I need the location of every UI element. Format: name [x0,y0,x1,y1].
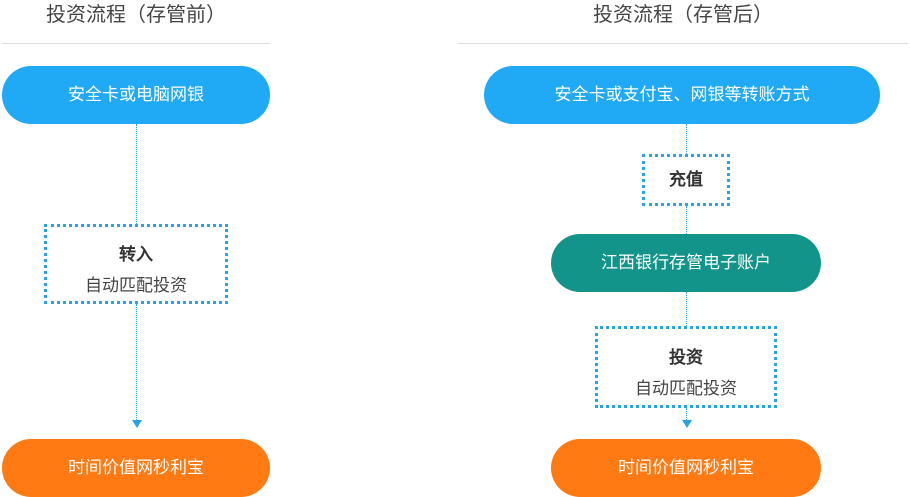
left-transfer-step-subtitle: 自动匹配投资 [85,276,187,296]
right-connector-3 [686,292,687,326]
right-arrow-down-icon [682,420,692,428]
right-connector-2 [686,206,687,234]
left-flow-title: 投资流程（存管前） [46,2,226,26]
left-title-divider [2,43,270,44]
right-invest-step-title: 投资 [669,348,703,368]
right-connector-1 [686,124,687,154]
right-source-node: 安全卡或支付宝、网银等转账方式 [484,66,880,124]
right-invest-step-subtitle: 自动匹配投资 [635,379,737,399]
right-recharge-step-title: 充值 [669,170,703,190]
right-flow-title: 投资流程（存管后） [593,2,773,26]
right-connector-4 [686,408,687,420]
left-connector-bottom [136,304,137,420]
right-title-divider [458,43,908,44]
left-source-node: 安全卡或电脑网银 [2,66,270,124]
left-target-node: 时间价值网秒利宝 [2,439,270,497]
right-target-node: 时间价值网秒利宝 [551,439,821,497]
left-transfer-step-box: 转入 自动匹配投资 [44,224,228,304]
left-arrow-down-icon [132,420,142,428]
left-transfer-step-title: 转入 [119,245,153,265]
left-connector-top [136,124,137,224]
right-bank-account-node: 江西银行存管电子账户 [551,234,821,292]
right-invest-step-box: 投资 自动匹配投资 [595,326,777,408]
right-recharge-step-box: 充值 [642,154,730,206]
